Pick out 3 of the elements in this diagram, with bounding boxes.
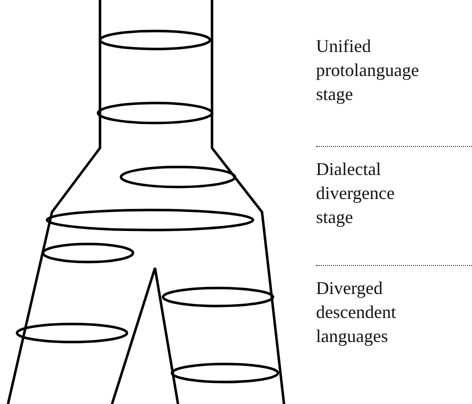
stage-label: Unified protolanguage stage bbox=[316, 36, 419, 104]
stage-label: Diverged descendent languages bbox=[316, 278, 396, 346]
stage-label: Dialectal divergence stage bbox=[316, 159, 395, 227]
